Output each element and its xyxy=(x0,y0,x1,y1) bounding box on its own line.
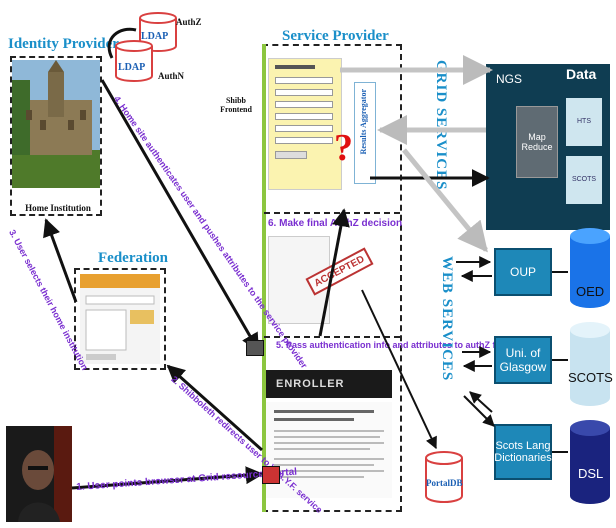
ldap-authn-text: LDAP xyxy=(118,62,146,73)
service-provider-title: Service Provider xyxy=(282,28,389,44)
data-title: Data xyxy=(566,66,597,82)
step-3-arrow xyxy=(43,218,78,303)
results-aggregator-box: Results Aggregator xyxy=(354,82,376,184)
portal-form-screenshot xyxy=(268,58,342,190)
identity-provider-title: Identity Provider xyxy=(8,36,119,52)
step-4-arrow xyxy=(100,79,260,352)
dsl-cylinder xyxy=(570,420,610,504)
authn-label: AuthN xyxy=(158,71,185,81)
ldap-cylinders xyxy=(107,12,177,82)
question-mark-icon: ? xyxy=(334,127,353,169)
web-services-label: WEB SERVICES xyxy=(439,256,455,382)
map-reduce-box: Map Reduce xyxy=(516,106,558,178)
hts-data-box: HTS xyxy=(566,98,602,146)
sp-divider-1 xyxy=(264,212,400,214)
step-5-arrow xyxy=(318,208,350,337)
portaldb-arrow xyxy=(361,289,437,450)
dsl-arrow-out xyxy=(469,391,493,413)
ldap-authn-cylinder xyxy=(115,40,153,82)
oed-cylinder xyxy=(570,228,610,308)
federation-box xyxy=(74,268,166,370)
university-photo xyxy=(12,60,100,188)
user-browser-thumbnail xyxy=(262,466,280,484)
home-institution-box: Home Institution xyxy=(10,56,102,216)
oed-label: OED xyxy=(576,284,605,299)
browser-thumbnail xyxy=(246,340,264,356)
ngs-title: NGS xyxy=(496,72,523,86)
oup-service-box: OUP xyxy=(494,248,552,296)
home-institution-label: Home Institution xyxy=(25,203,91,213)
step-2-arrow xyxy=(166,364,263,452)
user-photo xyxy=(6,426,72,522)
grid-services-label: GRID SERVICES xyxy=(433,60,449,191)
scots-cylinder xyxy=(570,322,610,406)
ldap-authz-text: LDAP xyxy=(141,31,169,42)
portaldb-label: PortalDB xyxy=(426,478,463,488)
step-1-arrow xyxy=(71,466,264,490)
web-arrow-grey xyxy=(402,148,488,253)
dsl-service-box: Scots Lang Dictionaries xyxy=(494,424,552,480)
scots-label: SCOTS xyxy=(568,370,613,385)
ldap-link-arrow xyxy=(107,27,137,59)
federation-title: Federation xyxy=(98,250,168,266)
sp-divider-2 xyxy=(264,336,400,338)
enroller-header: ENROLLER xyxy=(266,370,392,398)
dsl-arrow-in xyxy=(463,395,495,427)
enroller-logo-text: ENROLLER xyxy=(276,378,345,390)
portaldb-cylinder xyxy=(425,451,463,503)
scots-data-box: SCOTS xyxy=(566,156,602,204)
glasgow-service-box: Uni. of Glasgow xyxy=(494,336,552,384)
ldap-authz-cylinder xyxy=(139,12,177,52)
enroller-page-screenshot xyxy=(266,402,392,498)
wayf-screenshot xyxy=(80,274,160,364)
sp-green-bar xyxy=(262,44,266,512)
dsl-label: DSL xyxy=(578,466,604,481)
step-5-label: 5. Pass authentication info and attribut… xyxy=(276,340,529,350)
shib-frontend-label: Shibb Frontend xyxy=(220,96,252,114)
authz-label: AuthZ xyxy=(176,17,202,27)
ngs-panel: NGS Data Map Reduce HTS SCOTS xyxy=(486,64,610,230)
